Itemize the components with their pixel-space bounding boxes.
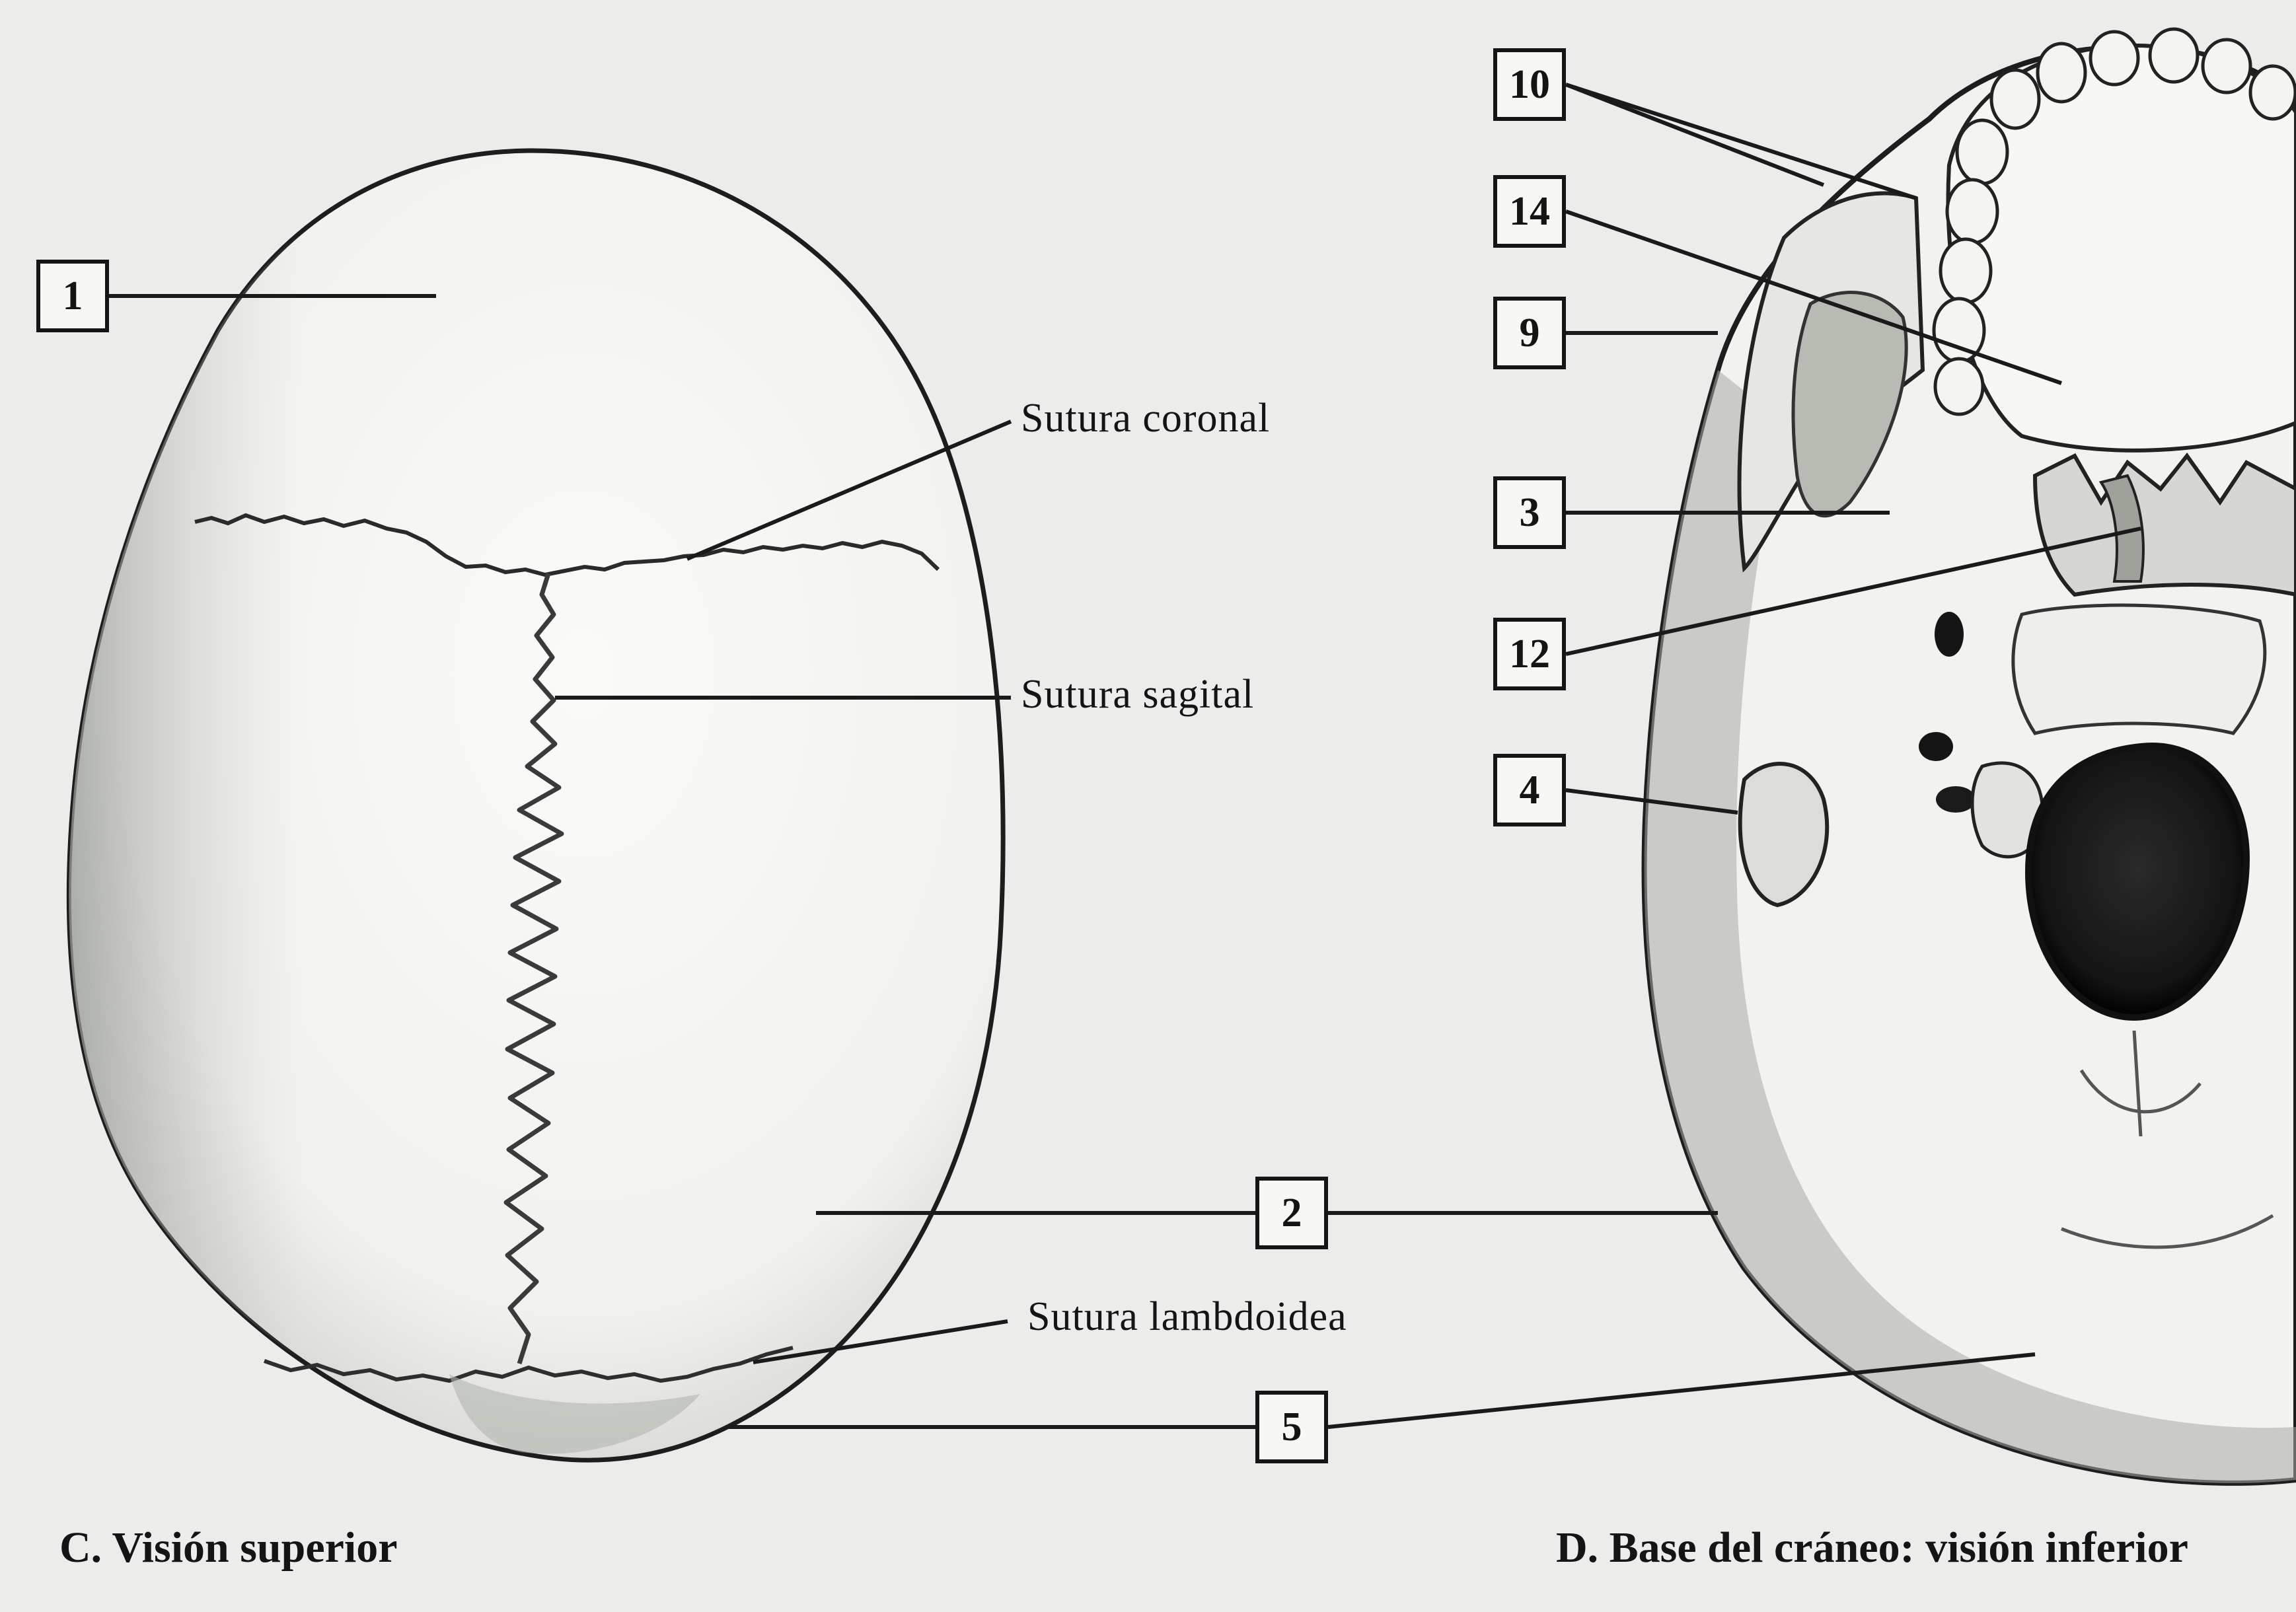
tooth [2203, 40, 2250, 92]
tooth [2038, 44, 2085, 102]
callout-10: 10 [1493, 48, 1566, 121]
jugular-foramen [1936, 786, 1976, 813]
callout-1: 1 [36, 260, 109, 332]
inferior-view-skull [1645, 29, 2296, 1483]
tooth [2091, 32, 2138, 85]
superior-view-skull [69, 151, 1003, 1460]
tooth [1957, 120, 2007, 184]
label-lambdoid-suture: Sutura lambdoidea [1027, 1294, 1347, 1340]
label-coronal-suture: Sutura coronal [1021, 395, 1270, 442]
callout-14: 14 [1493, 175, 1566, 248]
basiocciput [2013, 605, 2265, 733]
tooth [2250, 66, 2295, 119]
foramen-ovale [1935, 612, 1964, 657]
label-sagittal-suture: Sutura sagital [1021, 671, 1254, 718]
tooth [1935, 359, 1983, 414]
tooth [1947, 180, 1997, 243]
carotid-canal [1919, 732, 1953, 761]
tooth [1991, 70, 2039, 128]
leader-10b [1566, 85, 1916, 198]
tooth [1941, 239, 1991, 303]
callout-2: 2 [1255, 1177, 1328, 1249]
callout-12: 12 [1493, 618, 1566, 690]
caption-superior-view: C. Visión superior [59, 1523, 398, 1573]
callout-5: 5 [1255, 1391, 1328, 1463]
callout-4: 4 [1493, 754, 1566, 826]
callout-3: 3 [1493, 476, 1566, 549]
caption-inferior-view: D. Base del cráneo: visión inferior [1556, 1523, 2188, 1573]
leader-10a [1566, 85, 1824, 185]
skull-edge-shading [69, 151, 1003, 1460]
callout-9: 9 [1493, 297, 1566, 369]
tooth [2150, 29, 2198, 82]
